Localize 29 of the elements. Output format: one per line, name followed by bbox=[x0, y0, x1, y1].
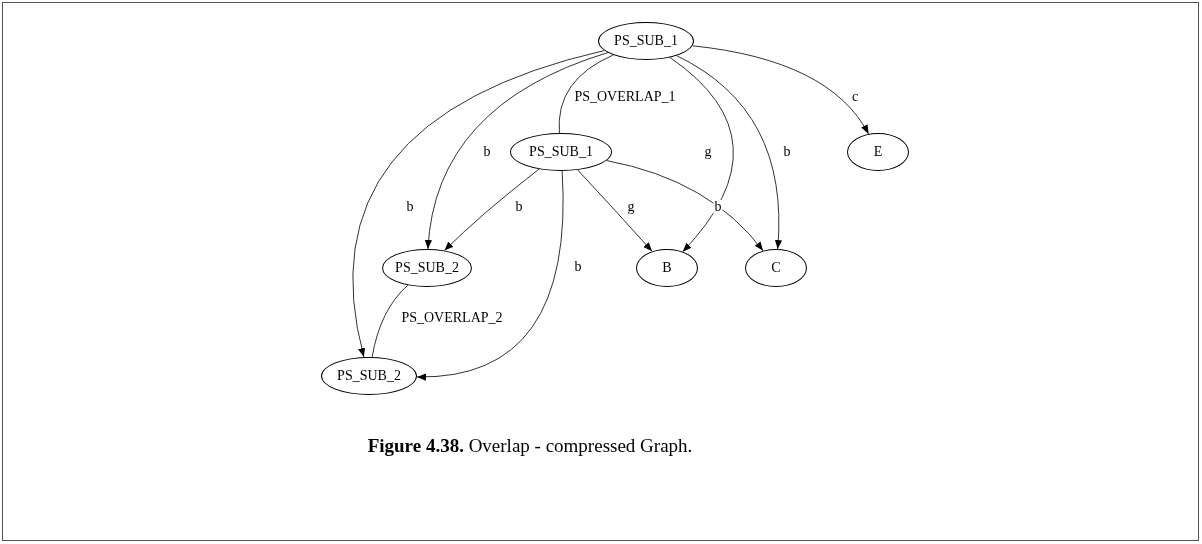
edge-label: g bbox=[703, 145, 713, 159]
edge-label: b bbox=[782, 145, 792, 159]
node-label: PS_SUB_1 bbox=[614, 34, 678, 48]
node-label: PS_SUB_1 bbox=[529, 145, 593, 159]
edge-label: PS_OVERLAP_2 bbox=[400, 311, 504, 325]
ellipse-node bbox=[510, 133, 612, 171]
arrow bbox=[669, 56, 734, 253]
edge-label: g bbox=[626, 200, 636, 214]
arrow bbox=[416, 170, 564, 381]
connector-line bbox=[558, 54, 614, 134]
figure-caption: Figure 4.38. Overlap - compressed Graph. bbox=[366, 434, 694, 458]
arrow bbox=[691, 45, 870, 135]
node-label: C bbox=[771, 261, 781, 275]
node-label: PS_SUB_2 bbox=[395, 261, 459, 275]
arrow bbox=[577, 169, 653, 252]
edge-label: b bbox=[482, 145, 492, 159]
node-label: PS_SUB_2 bbox=[337, 369, 401, 383]
edge-label: b bbox=[405, 200, 415, 214]
node-label: B bbox=[662, 261, 672, 275]
edge-label: b bbox=[514, 200, 524, 214]
arrow bbox=[425, 52, 609, 250]
arrow bbox=[352, 50, 605, 358]
edge-label: b bbox=[713, 200, 723, 214]
node-label: E bbox=[873, 145, 883, 159]
arrow bbox=[606, 160, 764, 252]
arrow bbox=[676, 55, 782, 250]
edge-label: b bbox=[573, 260, 583, 274]
edge-label: PS_OVERLAP_1 bbox=[573, 90, 677, 104]
ellipse-node bbox=[598, 22, 694, 60]
